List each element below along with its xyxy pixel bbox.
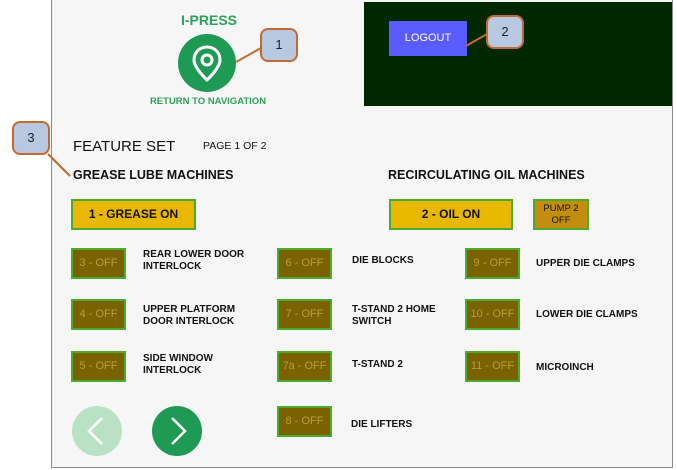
feature-set-title: FEATURE SET [73, 138, 176, 155]
toggle-9-label: UPPER DIE CLAMPS [536, 258, 635, 269]
oil-on-button[interactable]: 2 - OIL ON [389, 199, 513, 230]
callout-2: 2 [486, 15, 524, 49]
toggle-7-label-line2: SWITCH [352, 316, 392, 327]
pump-2-label: PUMP 2 [543, 203, 579, 214]
toggle-6-label: DIE BLOCKS [352, 255, 414, 266]
toggle-3-label: REAR LOWER DOOR INTERLOCK [143, 249, 244, 273]
toggle-7a-button[interactable]: 7a - OFF [277, 351, 332, 382]
toggle-8-label: DIE LIFTERS [351, 419, 413, 430]
toggle-4-button[interactable]: 4 - OFF [71, 299, 126, 330]
toggle-7-label: T-STAND 2 HOME SWITCH [352, 304, 436, 328]
toggle-8-button[interactable]: 8 - OFF [277, 406, 332, 437]
toggle-7-label-line1: T-STAND 2 HOME [352, 304, 436, 315]
callout-1: 1 [260, 28, 298, 62]
pump-2-button[interactable]: PUMP 2 OFF [533, 199, 589, 230]
toggle-4-label-line2: DOOR INTERLOCK [143, 316, 235, 327]
chevron-right-icon [171, 417, 187, 445]
toggle-5-label-line2: INTERLOCK [143, 365, 202, 376]
toggle-3-button[interactable]: 3 - OFF [71, 248, 126, 279]
toggle-5-button[interactable]: 5 - OFF [71, 351, 126, 382]
recirculating-oil-heading: RECIRCULATING OIL MACHINES [388, 168, 585, 182]
map-pin-icon [192, 45, 222, 83]
toggle-7a-label: T-STAND 2 [352, 359, 403, 370]
toggle-3-label-line1: REAR LOWER DOOR [143, 249, 245, 260]
toggle-4-label-line1: UPPER PLATFORM [143, 304, 236, 315]
toggle-5-label: SIDE WINDOW INTERLOCK [143, 353, 213, 377]
toggle-4-label: UPPER PLATFORM DOOR INTERLOCK [143, 304, 235, 328]
chevron-left-icon [87, 417, 103, 445]
toggle-10-label: LOWER DIE CLAMPS [536, 309, 638, 320]
toggle-3-label-line2: INTERLOCK [143, 261, 202, 272]
toggle-5-label-line1: SIDE WINDOW [143, 353, 213, 364]
callout-3: 3 [12, 121, 50, 155]
return-to-navigation-button[interactable] [178, 34, 236, 92]
logout-button[interactable]: LOGOUT [389, 21, 467, 56]
page-indicator: PAGE 1 OF 2 [203, 140, 267, 152]
toggle-6-button[interactable]: 6 - OFF [277, 248, 332, 279]
toggle-10-button[interactable]: 10 - OFF [465, 299, 520, 330]
grease-lube-heading: GREASE LUBE MACHINES [73, 168, 234, 182]
toggle-11-button[interactable]: 11 - OFF [465, 351, 520, 382]
grease-on-button[interactable]: 1 - GREASE ON [71, 199, 196, 230]
previous-page-button[interactable] [72, 406, 122, 456]
pump-2-state: OFF [551, 215, 571, 226]
toggle-9-button[interactable]: 9 - OFF [465, 248, 520, 279]
toggle-7-button[interactable]: 7 - OFF [277, 299, 332, 330]
app-title: I-PRESS [180, 12, 237, 28]
toggle-11-label: MICROINCH [536, 362, 594, 373]
return-to-navigation-link[interactable]: RETURN TO NAVIGATION [149, 96, 267, 107]
next-page-button[interactable] [152, 406, 202, 456]
